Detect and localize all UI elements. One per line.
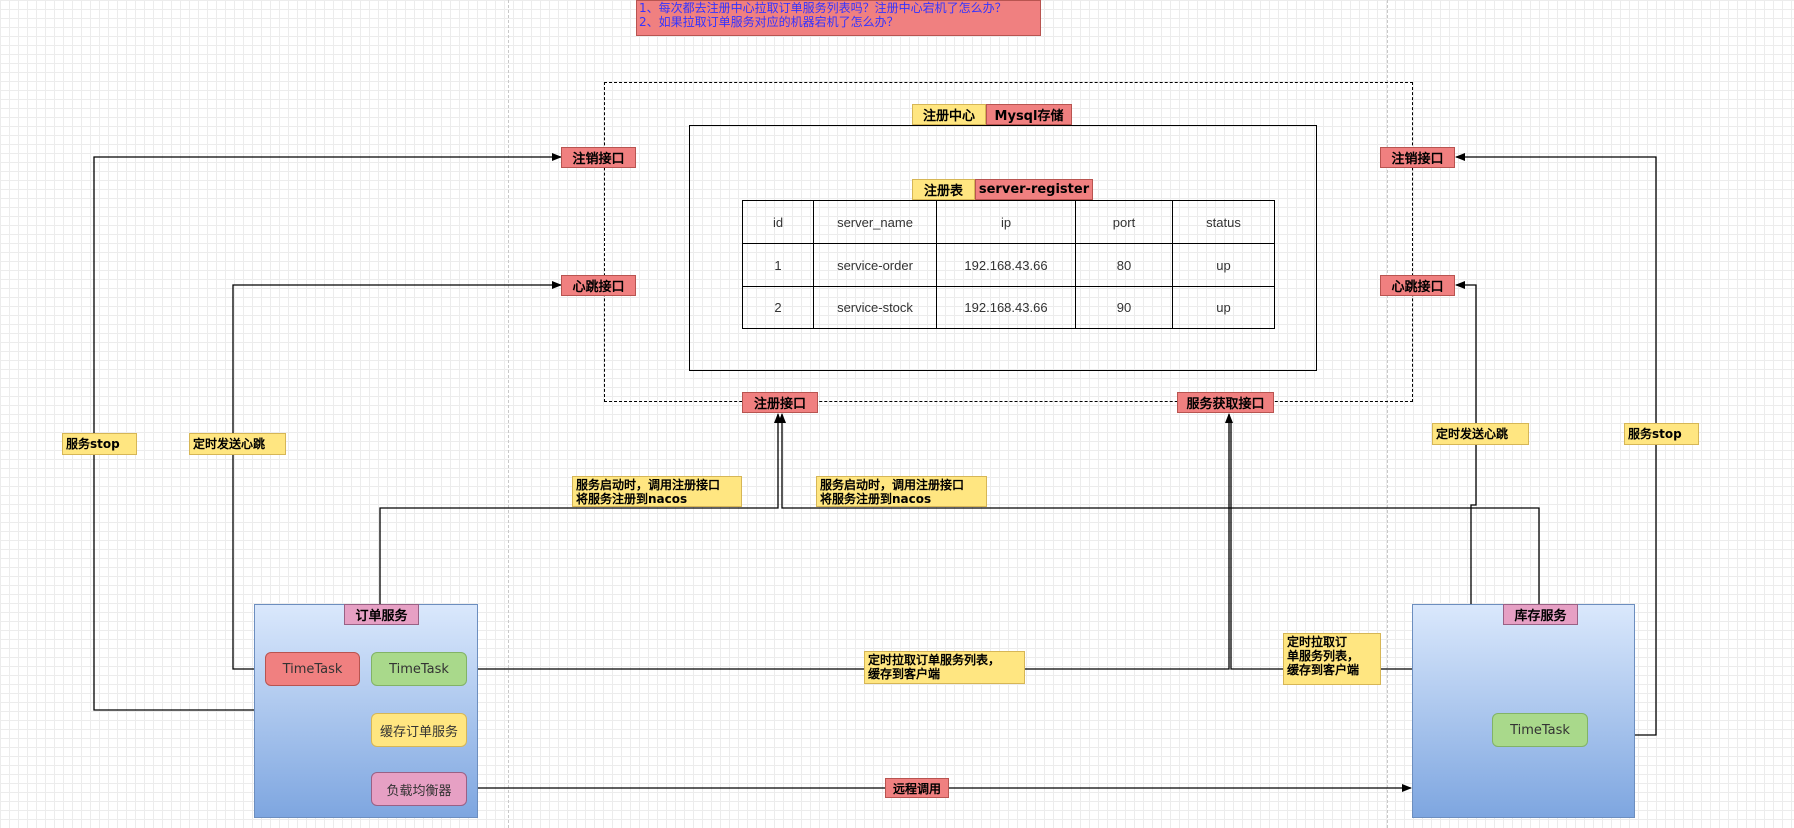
heartbeat-interface-right: 心跳接口 <box>1380 275 1455 296</box>
cell-server-name: service-stock <box>813 286 937 329</box>
startup-register-note-right: 服务启动时，调用注册接口 将服务注册到nacos <box>816 476 987 507</box>
cell-id: 2 <box>742 286 814 329</box>
startup-register-note-left: 服务启动时，调用注册接口 将服务注册到nacos <box>572 476 742 507</box>
edge-order-heartbeat <box>232 281 562 670</box>
registry-center-container <box>604 82 1413 402</box>
cell-server-name: service-order <box>813 243 937 287</box>
guide-line-left <box>508 0 509 828</box>
register-table-name: server-register <box>975 179 1093 200</box>
order-service-title: 订单服务 <box>344 604 419 625</box>
stock-timetask[interactable]: TimeTask <box>1492 713 1588 747</box>
cell-id: 1 <box>742 243 814 287</box>
edge-stock-register <box>778 413 1540 604</box>
cell-status: up <box>1172 243 1275 287</box>
header-ip: ip <box>936 200 1076 244</box>
question-note: 1、每次都去注册中心拉取订单服务列表吗？注册中心宕机了怎么办？ 2、如果拉取订单… <box>636 0 1041 36</box>
edge-order-register <box>379 413 782 604</box>
cell-ip: 192.168.43.66 <box>936 243 1076 287</box>
order-load-balancer[interactable]: 负载均衡器 <box>371 772 467 806</box>
register-table-title: 注册表 <box>912 179 975 200</box>
registry-storage-box <box>689 125 1317 371</box>
register-interface: 注册接口 <box>742 392 818 413</box>
timed-heartbeat-note-right: 定时发送心跳 <box>1432 423 1529 445</box>
order-pull-timetask[interactable]: TimeTask <box>371 652 467 686</box>
table-row: 2 service-stock 192.168.43.66 90 up <box>742 286 1275 329</box>
fetch-interface: 服务获取接口 <box>1177 392 1274 413</box>
cell-ip: 192.168.43.66 <box>936 286 1076 329</box>
deregister-interface-right: 注销接口 <box>1380 147 1455 168</box>
timed-heartbeat-note-left: 定时发送心跳 <box>189 433 286 455</box>
cell-port: 90 <box>1075 286 1173 329</box>
header-port: port <box>1075 200 1173 244</box>
edge-order-fetch <box>467 413 1233 670</box>
remote-call-label: 远程调用 <box>885 778 949 798</box>
header-status: status <box>1172 200 1275 244</box>
edge-stock-fetch <box>1230 420 1412 670</box>
register-table: id server_name ip port status 1 service-… <box>742 200 1275 329</box>
registry-center-title: 注册中心 <box>912 104 986 125</box>
table-row: 1 service-order 192.168.43.66 80 up <box>742 243 1275 287</box>
edge-stock-stop <box>1455 153 1657 736</box>
header-server-name: server_name <box>813 200 937 244</box>
cell-status: up <box>1172 286 1275 329</box>
guide-line-right <box>1387 0 1388 828</box>
service-stop-note-left: 服务stop <box>62 433 137 455</box>
cell-port: 80 <box>1075 243 1173 287</box>
stock-service-box <box>1412 604 1635 818</box>
order-heartbeat-timetask[interactable]: TimeTask <box>265 652 360 686</box>
header-id: id <box>742 200 814 244</box>
deregister-interface-left: 注销接口 <box>561 147 636 168</box>
service-stop-note-right: 服务stop <box>1624 423 1699 445</box>
stock-service-title: 库存服务 <box>1503 604 1578 625</box>
order-cache-service[interactable]: 缓存订单服务 <box>371 713 467 747</box>
pull-list-note-stock: 定时拉取订 单服务列表， 缓存到客户端 <box>1283 633 1381 685</box>
mysql-storage-label: Mysql存储 <box>986 104 1072 125</box>
heartbeat-interface-left: 心跳接口 <box>561 275 636 296</box>
pull-list-note-order: 定时拉取订单服务列表， 缓存到客户端 <box>864 651 1025 684</box>
